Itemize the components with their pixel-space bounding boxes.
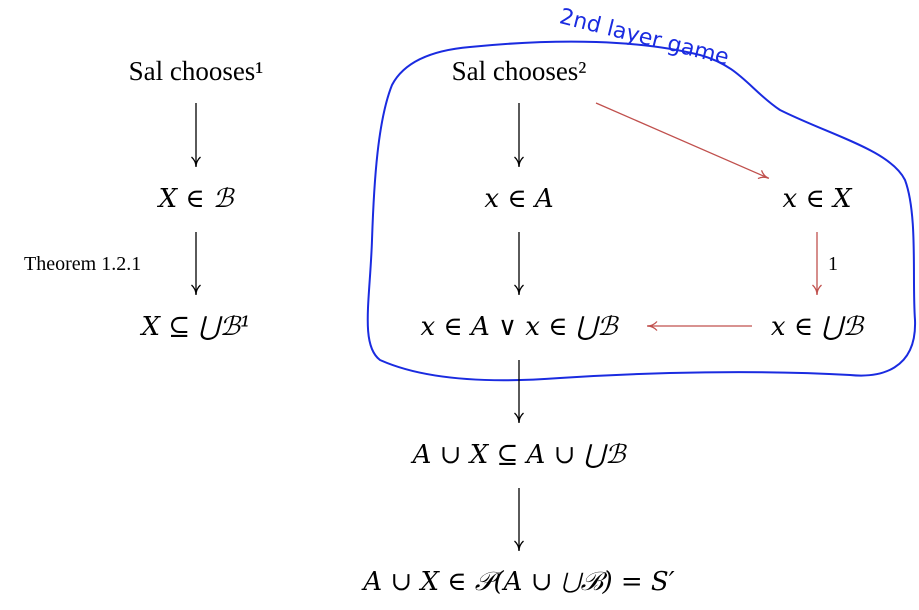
node-right-bot: x ∈ ⋃ℬ [771, 312, 863, 342]
node-left-mid-text: X ∈ ℬ [158, 184, 234, 214]
node-right-mid-text: x ∈ X [782, 184, 852, 214]
node-left-top: Sal chooses¹ [129, 56, 264, 86]
node-lower-2-text: A ∪ X ∈ 𝒫(A ∪ ⋃ℬ) = S′ [363, 567, 675, 597]
label-edge-one-text: 1 [828, 253, 838, 275]
node-center-mid: x ∈ A [484, 184, 553, 214]
node-left-bot-text: X ⊆ ⋃ℬ¹ [141, 312, 251, 342]
node-left-mid: X ∈ ℬ [159, 184, 234, 214]
node-right-mid: x ∈ X [783, 184, 852, 214]
node-center-top-text: Sal chooses² [451, 56, 587, 86]
layer-loop [366, 40, 917, 382]
label-theorem-text: Theorem 1.2.1 [24, 253, 142, 275]
label-theorem: Theorem 1.2.1 [24, 253, 141, 276]
node-center-bot-text: x ∈ A ∨ x ∈ ⋃ℬ [420, 312, 618, 342]
node-center-mid-text: x ∈ A [484, 184, 554, 214]
node-right-bot-text: x ∈ ⋃ℬ [770, 312, 864, 342]
node-lower-2: A ∪ X ∈ 𝒫(A ∪ ⋃ℬ) = S′ [363, 567, 674, 597]
node-lower-1-text: A ∪ X ⊆ A ∪ ⋃ℬ [412, 440, 626, 470]
node-lower-1: A ∪ X ⊆ A ∪ ⋃ℬ [413, 440, 626, 470]
label-edge-one: 1 [828, 253, 838, 276]
node-left-top-text: Sal chooses¹ [128, 56, 264, 86]
node-center-bot: x ∈ A ∨ x ∈ ⋃ℬ [421, 312, 618, 342]
arrow-red-diagonal [595, 102, 770, 180]
node-center-top: Sal chooses² [452, 56, 587, 86]
node-left-bot: X ⊆ ⋃ℬ¹ [141, 312, 250, 342]
